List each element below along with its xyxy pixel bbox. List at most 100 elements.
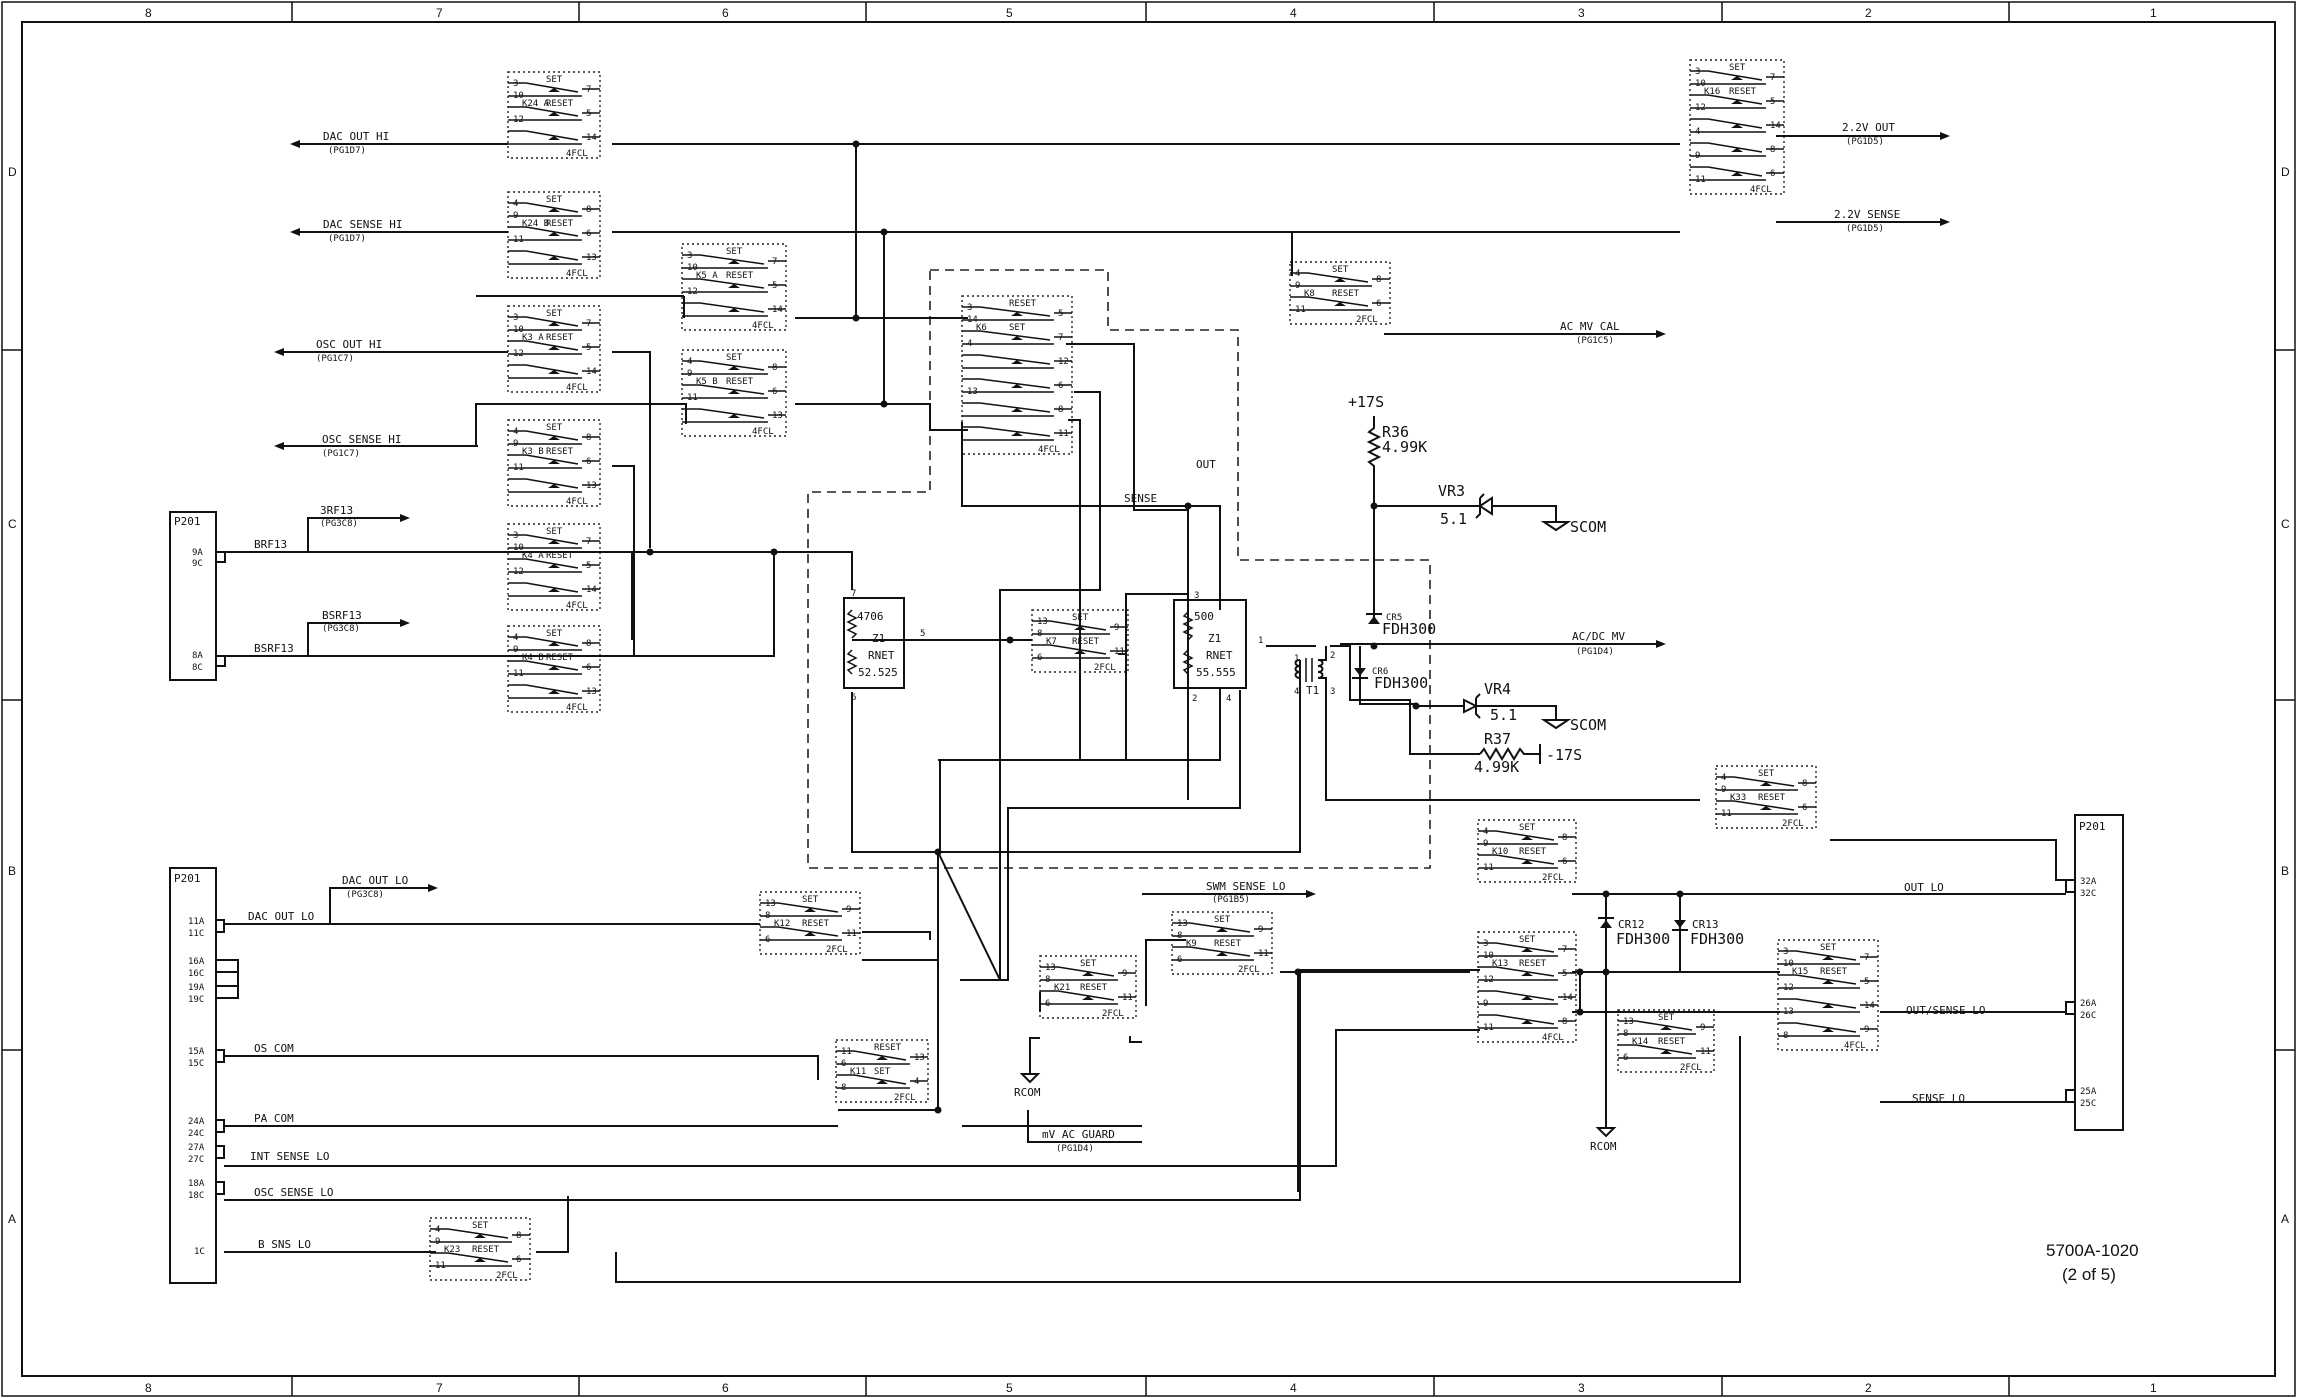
- pin-label: 8: [516, 1231, 521, 1241]
- signal-ref: (PG1B5): [1212, 895, 1250, 905]
- junction-dot: [1602, 890, 1610, 898]
- signal-b-sns-lo: B SNS LO: [258, 1238, 311, 1251]
- relay-fcl: 4FCL: [1542, 1033, 1564, 1043]
- pin-label: 5: [920, 629, 925, 639]
- relay-coil-word: RESET: [1072, 637, 1100, 647]
- signal-2v2-sense: 2.2V SENSE: [1834, 208, 1900, 221]
- supply-p17s: +17S: [1348, 393, 1384, 411]
- signal-sense: SENSE: [1124, 492, 1157, 505]
- junction-dot: [1184, 502, 1192, 510]
- pin-label: 8: [586, 639, 591, 649]
- cr5-type: FDH300: [1382, 620, 1436, 638]
- pin-label: 8: [586, 433, 591, 443]
- pin-label: 7: [1058, 333, 1063, 343]
- signal-bsrf13-bus: BSRF13: [322, 609, 362, 622]
- signal-bsrf13: BSRF13: [254, 642, 294, 655]
- junction-dot: [1576, 968, 1584, 976]
- relay-coil-word: RESET: [1080, 983, 1108, 993]
- relay-coil-word: RESET: [1820, 967, 1848, 977]
- pin-label: 6: [772, 387, 777, 397]
- pin-label: 8: [1562, 1017, 1567, 1027]
- pin-label: 27A: [188, 1143, 205, 1153]
- junction-dot: [880, 400, 888, 408]
- relay-fcl: 4FCL: [566, 497, 588, 507]
- pin-label: 15C: [188, 1059, 204, 1069]
- pin-label: 26C: [2080, 1011, 2096, 1021]
- row-label-right: A: [2281, 1212, 2289, 1226]
- pin-label: 6: [516, 1255, 521, 1265]
- signal-out-sense-lo: OUT/SENSE LO: [1906, 1004, 1985, 1017]
- rcom-grounds: RCOM RCOM: [1014, 1068, 1617, 1153]
- col-label-top: 5: [1006, 6, 1013, 20]
- relay-ref: K14: [1632, 1037, 1648, 1047]
- pin-label: 13: [586, 253, 597, 263]
- relay-coil-word: RESET: [1758, 793, 1786, 803]
- relay-fcl: 2FCL: [894, 1093, 916, 1103]
- signal-labels-right: 2.2V OUT (PG1D5) 2.2V SENSE (PG1D5) AC M…: [1027, 121, 1985, 1154]
- pin-label: 8: [772, 363, 777, 373]
- signal-osc-sense-hi: OSC SENSE HI: [322, 433, 401, 446]
- relay-coil-word: RESET: [802, 919, 830, 929]
- cr12-type: FDH300: [1616, 930, 1670, 948]
- t1-label: T1: [1306, 684, 1319, 697]
- relay-coil-word: RESET: [1332, 289, 1360, 299]
- pin-label: 11: [841, 1047, 852, 1057]
- relay-ref: K5 B: [696, 377, 718, 387]
- figure-number: 5700A-1020: [2046, 1241, 2139, 1260]
- pin-label: 8: [1802, 779, 1807, 789]
- relay-coil-word: RESET: [546, 333, 574, 343]
- pin-label: 12: [1058, 357, 1069, 367]
- signal-ref: (PG1D5): [1846, 224, 1884, 234]
- relay-ref: K4 A: [522, 551, 544, 561]
- pin-label: 4: [1721, 773, 1726, 783]
- pin-label: 25A: [2080, 1087, 2097, 1097]
- relay-coil-word: SET: [546, 75, 563, 85]
- z1-ref: Z1: [872, 632, 885, 645]
- relay-coil-word: RESET: [546, 219, 574, 229]
- signal-out-lo: OUT LO: [1904, 881, 1944, 894]
- pin-label: 8: [1562, 833, 1567, 843]
- pin-label: 11: [1114, 647, 1125, 657]
- relay-fcl: 2FCL: [1102, 1009, 1124, 1019]
- pin-label: 32C: [2080, 889, 2096, 899]
- col-label-bottom: 3: [1578, 1381, 1585, 1395]
- relay-fcl: 4FCL: [1038, 445, 1060, 455]
- relay-fcl: 2FCL: [1356, 315, 1378, 325]
- relay-fcl: 4FCL: [566, 703, 588, 713]
- pin-label: 5: [1864, 977, 1869, 987]
- pin-label: 7: [586, 319, 591, 329]
- z1-value: 4706: [857, 610, 884, 623]
- power-components: +17S R36 4.99K VR3 5.1 SCOM CR5 FDH300 C…: [1348, 393, 1606, 776]
- pin-label: 8: [1770, 145, 1775, 155]
- row-label-right: C: [2281, 517, 2290, 531]
- pin-label: 5: [586, 343, 591, 353]
- pin-label: 2: [1330, 651, 1335, 661]
- pin-label: 13: [586, 481, 597, 491]
- pin-label: 11: [1122, 993, 1133, 1003]
- junction-dot: [852, 314, 860, 322]
- relay-coil-word: SET: [546, 309, 563, 319]
- pin-label: 4: [1483, 827, 1488, 837]
- junction-dot: [934, 848, 942, 856]
- relay-coil-word: SET: [726, 353, 743, 363]
- pin-label: 8: [586, 205, 591, 215]
- relay-ref: K16: [1704, 87, 1720, 97]
- pin-label: 4: [513, 427, 518, 437]
- relay-coil-word: SET: [546, 423, 563, 433]
- relay-coil-word: RESET: [472, 1245, 500, 1255]
- relay-fcl: 2FCL: [496, 1271, 518, 1281]
- pin-label: 13: [1037, 617, 1048, 627]
- pin-label: 3: [687, 251, 692, 261]
- signal-sense-lo: SENSE LO: [1912, 1092, 1965, 1105]
- pin-label: 13: [772, 411, 783, 421]
- relay-coil-word: SET: [546, 195, 563, 205]
- pin-label: 11C: [188, 929, 204, 939]
- pin-label: 13: [1623, 1017, 1634, 1027]
- connector-label: P201: [174, 515, 201, 528]
- pin-label: 8C: [192, 663, 203, 673]
- relay-coil-word: SET: [1519, 935, 1536, 945]
- relay-coil-word: SET: [726, 247, 743, 257]
